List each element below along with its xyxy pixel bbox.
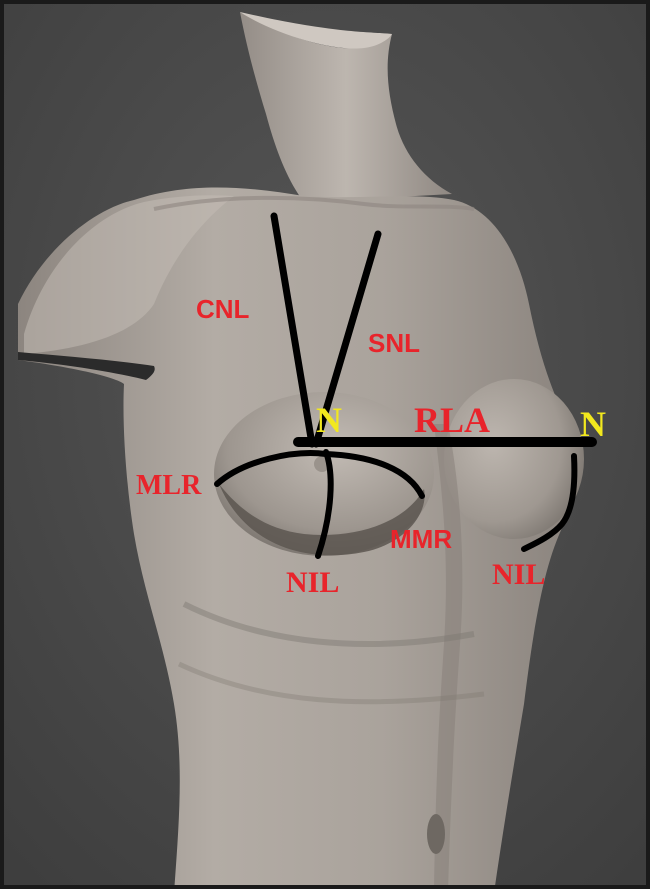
- label-nil-right: NIL: [492, 558, 545, 591]
- label-n-right: N: [580, 404, 606, 444]
- label-mlr: MLR: [136, 470, 202, 501]
- navel: [427, 814, 445, 854]
- label-n-left: N: [316, 400, 342, 440]
- torso-diagram: CNL SNL N RLA N MLR MMR NIL NIL: [4, 4, 650, 889]
- label-snl: SNL: [368, 328, 420, 358]
- label-nil-left: NIL: [286, 566, 339, 599]
- label-rla: RLA: [414, 400, 490, 440]
- label-mmr: MMR: [390, 524, 452, 554]
- label-cnl: CNL: [196, 294, 250, 324]
